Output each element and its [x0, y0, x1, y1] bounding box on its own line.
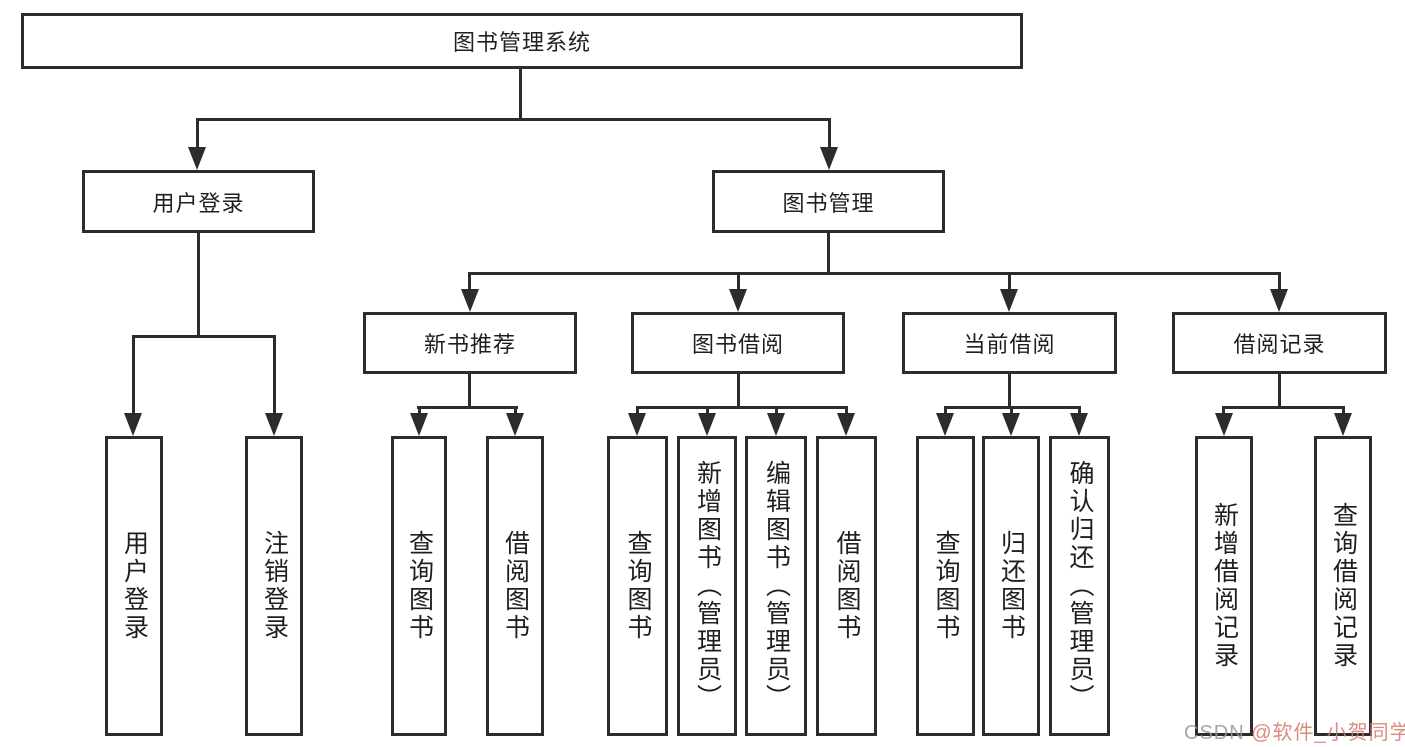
node-book-management-label: 图书管理 [782, 190, 875, 216]
leaf-current-return-books: 归还图书 [982, 436, 1040, 736]
connector-line [706, 406, 709, 416]
connector-line [196, 118, 831, 121]
node-user-login-label: 用户登录 [152, 190, 245, 216]
arrow-down-icon [1215, 413, 1233, 436]
connector-line [827, 233, 830, 275]
connector-line [196, 118, 199, 147]
arrow-down-icon [1002, 413, 1020, 436]
watermark-site: CSDN [1184, 722, 1252, 744]
leaf-recommend-query-books: 查询图书 [391, 436, 447, 736]
arrow-down-icon [1070, 413, 1088, 436]
connector-line [1008, 272, 1011, 289]
leaf-recommend-borrow-books-label: 借阅图书 [501, 530, 530, 642]
node-new-book-recommendation-label: 新书推荐 [423, 332, 516, 357]
leaf-records-query-borrow-record-label: 查询借阅记录 [1329, 502, 1358, 670]
arrow-down-icon [936, 413, 954, 436]
connector-line [1008, 374, 1011, 409]
leaf-current-return-books-label: 归还图书 [997, 530, 1026, 642]
connector-line [197, 233, 200, 338]
node-new-book-recommendation: 新书推荐 [363, 312, 577, 374]
leaf-current-query-books-label: 查询图书 [932, 530, 960, 642]
connector-line [1222, 406, 1225, 416]
leaf-recommend-query-books-label: 查询图书 [405, 530, 434, 642]
arrow-down-icon [837, 413, 855, 436]
connector-line [737, 272, 740, 289]
leaf-current-confirm-return-admin-label: 确认归还（管理员） [1066, 460, 1094, 712]
connector-line [1222, 406, 1344, 409]
connector-line [417, 406, 518, 409]
connector-line [636, 406, 639, 416]
arrow-down-icon [698, 413, 716, 436]
connector-line [1078, 406, 1081, 416]
arrow-down-icon [1334, 413, 1352, 436]
leaf-borrowing-borrow-books: 借阅图书 [816, 436, 877, 736]
node-root: 图书管理系统 [21, 13, 1023, 69]
connector-line [418, 406, 421, 416]
arrow-down-icon [265, 413, 283, 436]
leaf-records-add-borrow-record: 新增借阅记录 [1195, 436, 1253, 736]
connector-line [514, 406, 517, 416]
connector-line [828, 118, 831, 147]
arrow-down-icon [1000, 289, 1018, 312]
arrow-down-icon [1270, 289, 1288, 312]
connector-line [1278, 272, 1281, 289]
node-current-borrowing-label: 当前借阅 [963, 332, 1056, 357]
arrow-down-icon [410, 413, 428, 436]
leaf-borrowing-edit-books-admin-label: 编辑图书（管理员） [762, 460, 791, 712]
leaf-recommend-borrow-books: 借阅图书 [486, 436, 544, 736]
connector-line [944, 406, 947, 416]
connector-line [132, 335, 276, 338]
connector-line [1342, 406, 1345, 416]
connector-line [636, 406, 848, 409]
watermark-author: @软件_小贺同学 [1251, 722, 1405, 744]
leaf-records-add-borrow-record-label: 新增借阅记录 [1210, 502, 1239, 670]
leaf-borrowing-borrow-books-label: 借阅图书 [833, 530, 861, 642]
leaf-borrowing-query-books: 查询图书 [607, 436, 668, 736]
connector-line [775, 406, 778, 416]
arrow-down-icon [767, 413, 785, 436]
arrow-down-icon [461, 289, 479, 312]
leaf-logout: 注销登录 [245, 436, 303, 736]
connector-line [468, 374, 471, 409]
node-book-borrowing: 图书借阅 [631, 312, 845, 374]
arrow-down-icon [506, 413, 524, 436]
leaf-user-login-label: 用户登录 [120, 530, 149, 642]
node-root-label: 图书管理系统 [452, 30, 591, 55]
leaf-borrowing-query-books-label: 查询图书 [624, 530, 652, 642]
leaf-borrowing-add-books-admin: 新增图书（管理员） [677, 436, 737, 736]
watermark: CSDN @软件_小贺同学 [1184, 716, 1405, 745]
node-borrowing-records-label: 借阅记录 [1233, 332, 1326, 357]
arrow-down-icon [820, 147, 838, 170]
leaf-current-confirm-return-admin: 确认归还（管理员） [1049, 436, 1110, 736]
connector-line [468, 272, 471, 289]
node-book-borrowing-label: 图书借阅 [691, 332, 784, 357]
leaf-records-query-borrow-record: 查询借阅记录 [1314, 436, 1372, 736]
leaf-user-login: 用户登录 [105, 436, 163, 736]
arrow-down-icon [729, 289, 747, 312]
connector-line [1278, 374, 1281, 409]
node-book-management: 图书管理 [712, 170, 945, 233]
leaf-borrowing-add-books-admin-label: 新增图书（管理员） [693, 460, 722, 712]
arrow-down-icon [188, 147, 206, 170]
arrow-down-icon [124, 413, 142, 436]
leaf-logout-label: 注销登录 [260, 530, 289, 642]
node-current-borrowing: 当前借阅 [902, 312, 1117, 374]
leaf-current-query-books: 查询图书 [916, 436, 975, 736]
node-borrowing-records: 借阅记录 [1172, 312, 1387, 374]
arrow-down-icon [628, 413, 646, 436]
connector-line [845, 406, 848, 416]
connector-line [273, 335, 276, 413]
leaf-borrowing-edit-books-admin: 编辑图书（管理员） [745, 436, 807, 736]
connector-line [1010, 406, 1013, 416]
connector-line [468, 272, 1281, 275]
connector-line [737, 374, 740, 409]
node-user-login: 用户登录 [82, 170, 315, 233]
connector-line [132, 335, 135, 413]
connector-line [519, 69, 522, 121]
